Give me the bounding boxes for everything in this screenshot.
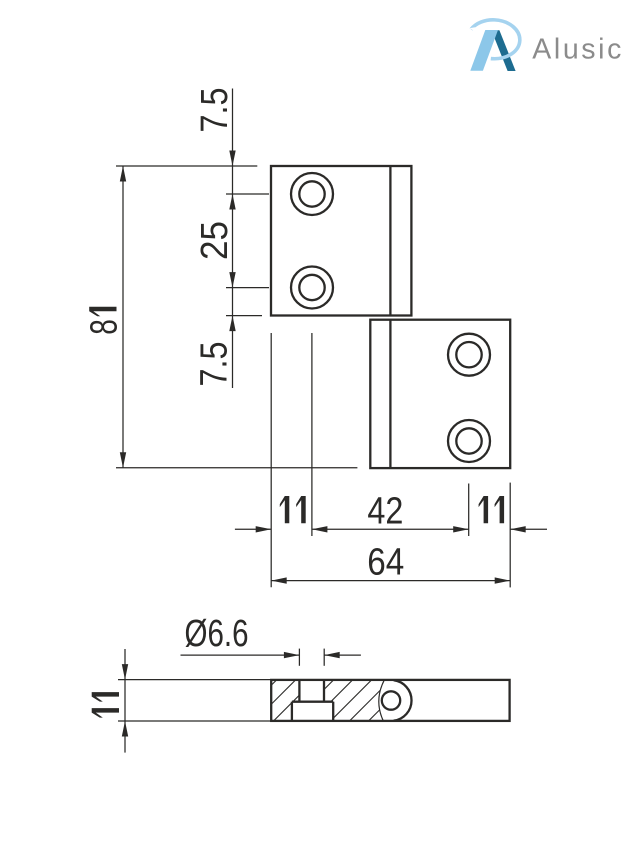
svg-text:7.5: 7.5 bbox=[194, 342, 236, 387]
svg-text:25: 25 bbox=[194, 221, 236, 260]
svg-text:8: 8 bbox=[84, 319, 126, 335]
svg-text:Alusic: Alusic bbox=[532, 34, 624, 66]
svg-text:64: 64 bbox=[367, 542, 404, 584]
svg-text:Ø6.6: Ø6.6 bbox=[185, 613, 249, 655]
svg-text:7.5: 7.5 bbox=[194, 88, 236, 133]
svg-text:42: 42 bbox=[367, 490, 403, 532]
